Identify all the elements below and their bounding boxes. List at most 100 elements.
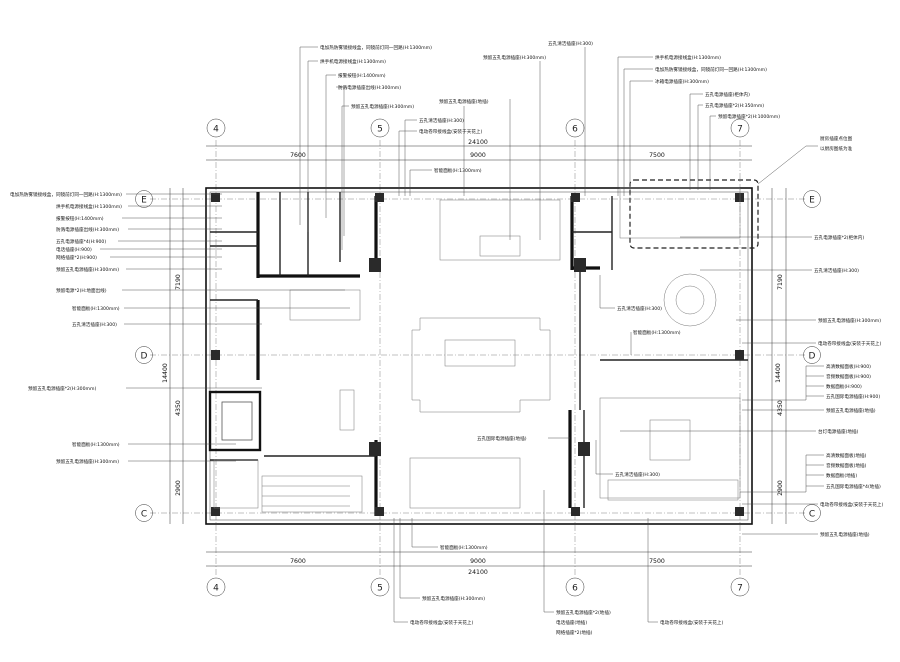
axis-label-col-4-top: 4 <box>213 125 219 135</box>
top-label-8: 预留五孔电源插座(地插) <box>439 98 489 105</box>
left-label-11: 五孔清洁插座(H:300) <box>72 321 117 328</box>
top-annotations: 电加热防雾镜接线盒，同镜前灯同一回路(H:1300mm) 烘手机电源接线盒(H:… <box>320 40 780 174</box>
dim-right-total: 14400 <box>775 363 782 383</box>
axis-label-col-5-bottom: 5 <box>377 584 383 594</box>
dim-bottom-span-2: 9000 <box>470 558 486 565</box>
dim-top-span-2: 9000 <box>470 152 486 159</box>
interior-annotations: 五孔清洁插座(H:300) 智能面板(H:1300mm) 五孔国际电源插座(地插… <box>477 305 681 478</box>
left-label-13: 智能面板(H:1300mm) <box>72 441 120 448</box>
bottom-label-1: 智能面板(H:1300mm) <box>440 544 488 551</box>
dim-left-total: 14400 <box>162 363 169 383</box>
dim-right-span-3: 2900 <box>777 480 784 496</box>
left-label-8: 预留五孔电源插座(H:300mm) <box>56 266 119 273</box>
right-label-11: 台灯电源插座(地插) <box>818 428 859 435</box>
kitchen-highlight <box>629 179 759 249</box>
bottom-leaders <box>393 490 658 623</box>
left-label-5: 五孔电源插座*4(H:900) <box>56 238 106 245</box>
right-label-6: 高清数据面板(H:900) <box>826 363 871 370</box>
left-label-7: 网络插座*2(H:900) <box>56 254 97 261</box>
axis-label-row-d-right: D <box>809 352 816 362</box>
axis-label-row-e-right: E <box>809 196 815 206</box>
dim-bottom-span-1: 7600 <box>290 558 306 565</box>
top-label-16: 预留电源插座*2(H:1000mm) <box>718 113 780 120</box>
top-label-5: 预留五孔电源插座(H:300mm) <box>351 103 414 110</box>
right-label-16: 电动卷帘接线盒(安装于天花上) <box>820 501 884 508</box>
top-label-6: 五孔清洁插座(H:300) <box>419 117 464 124</box>
right-label-kitchen-1: 厨房插座点位图 <box>820 135 853 142</box>
dim-left-span-1: 7190 <box>175 274 182 290</box>
left-leaders <box>100 193 350 462</box>
right-label-5: 电动卷帘接线盒(安装于天花上) <box>818 340 882 347</box>
bottom-label-7: 电动卷帘接线盒(安装于天花上) <box>660 619 724 626</box>
dim-top-span-3: 7500 <box>649 152 665 159</box>
top-label-7: 电动卷帘接线盒(安装于天花上) <box>419 128 483 135</box>
right-annotations: 厨房插座点位图 以厨房图纸为准 五孔电源插座*2(柜体内) 五孔清洁插座(H:3… <box>814 135 884 538</box>
right-label-10: 预留五孔电源插座(地插) <box>826 407 876 414</box>
left-annotations: 电加热防雾镜接线盒，同镜前灯同一回路(H:1300mm) 烘手机电源接线盒(H:… <box>10 191 122 465</box>
right-leaders <box>620 145 824 535</box>
left-label-6: 电话插座(H:900) <box>56 246 92 253</box>
interior-leaders <box>548 275 632 475</box>
top-label-17: 智能面板(H:1300mm) <box>434 167 482 174</box>
axis-label-col-6-bottom: 6 <box>572 584 578 594</box>
top-label-2: 烘手机电源接线盒(H:1300mm) <box>320 58 386 65</box>
bottom-label-4: 预留五孔电源插座*2(地插) <box>556 609 611 616</box>
axis-label-col-6-top: 6 <box>572 125 578 135</box>
right-label-12: 高清数据面板(地插) <box>826 452 867 459</box>
bottom-label-6: 网络插座*2(地插) <box>556 629 593 636</box>
axis-grid <box>150 140 805 575</box>
right-label-15: 五孔国际电源插座*4(地插) <box>826 483 881 490</box>
right-label-9: 五孔国际电源插座(H:900) <box>826 393 880 400</box>
left-label-4: 防溅电源插座出线(H:300mm) <box>56 226 119 233</box>
dim-bottom-total: 24100 <box>468 569 488 576</box>
axis-label-col-7-bottom: 7 <box>737 584 743 594</box>
axis-label-col-4-bottom: 4 <box>213 584 219 594</box>
top-label-15: 五孔电源插座*2(H:350mm) <box>705 102 764 109</box>
axis-label-row-d-left: D <box>141 352 148 362</box>
axis-label-col-7-top: 7 <box>737 125 743 135</box>
interior-label-1: 五孔清洁插座(H:300) <box>617 305 662 312</box>
interior-label-3: 五孔国际电源插座(地插) <box>477 435 527 442</box>
left-label-10: 智能面板(H:1300mm) <box>72 305 120 312</box>
dim-top-span-1: 7600 <box>290 152 306 159</box>
left-label-12: 预留五孔电源插座*2(H:300mm) <box>28 385 96 392</box>
dim-top-total: 24100 <box>468 139 488 146</box>
left-label-9: 预留电源*2(H:地面出线) <box>56 287 107 294</box>
axis-label-row-c-left: C <box>141 510 147 520</box>
top-label-4: 防溅电源插座出线(H:300mm) <box>338 84 401 91</box>
bottom-annotations: 智能面板(H:1300mm) 预留五孔电源插座(H:300mm) 电动卷帘接线盒… <box>410 544 724 636</box>
top-leaders <box>299 46 716 250</box>
bottom-label-5: 电话插座(地插) <box>556 619 587 626</box>
columns <box>211 193 744 516</box>
interior-label-2: 智能面板(H:1300mm) <box>633 329 681 336</box>
bottom-label-3: 电动卷帘接线盒(安装于天花上) <box>410 619 474 626</box>
right-label-17: 预留五孔电源插座(地插) <box>820 531 870 538</box>
left-label-1: 电加热防雾镜接线盒，同镜前灯同一回路(H:1300mm) <box>10 191 122 198</box>
dim-right-span-1: 7190 <box>777 274 784 290</box>
top-label-9: 预留五孔电源插座(H:300mm) <box>483 54 546 61</box>
building-outline <box>205 187 753 525</box>
walls <box>208 192 748 516</box>
dim-bottom-span-3: 7500 <box>649 558 665 565</box>
top-label-14: 五孔电源插座(柜体内) <box>705 91 750 98</box>
left-label-3: 报警按钮(H:1400mm) <box>56 215 104 222</box>
dim-left-span-3: 2900 <box>175 480 182 496</box>
right-label-14: 数据面板(地插) <box>826 472 857 479</box>
right-label-kitchen-2: 以厨房图纸为准 <box>820 145 853 152</box>
dim-right-span-2: 4350 <box>777 400 784 416</box>
top-label-11: 烘手机电源接线盒(H:1300mm) <box>655 54 721 61</box>
dimension-lines <box>169 145 787 567</box>
left-label-14: 预留五孔电源插座(H:300mm) <box>56 458 119 465</box>
dim-left-span-2: 4350 <box>175 400 182 416</box>
right-label-3: 五孔清洁插座(H:300) <box>814 267 859 274</box>
interior-label-4: 五孔清洁插座(H:300) <box>615 471 660 478</box>
left-label-2: 烘手机电源接线盒(H:1300mm) <box>56 203 122 210</box>
top-label-3: 报警按钮(H:1400mm) <box>338 72 386 79</box>
axis-label-col-5-top: 5 <box>377 125 383 135</box>
right-label-2: 五孔电源插座*2(柜体内) <box>814 234 864 241</box>
top-label-10: 五孔清洁插座(H:300) <box>548 40 593 47</box>
axis-label-row-e-left: E <box>141 196 147 206</box>
right-label-7: 音频数据面板(H:900) <box>826 373 871 380</box>
right-label-8: 数据面板(H:900) <box>826 383 862 390</box>
axis-label-row-c-right: C <box>809 510 815 520</box>
